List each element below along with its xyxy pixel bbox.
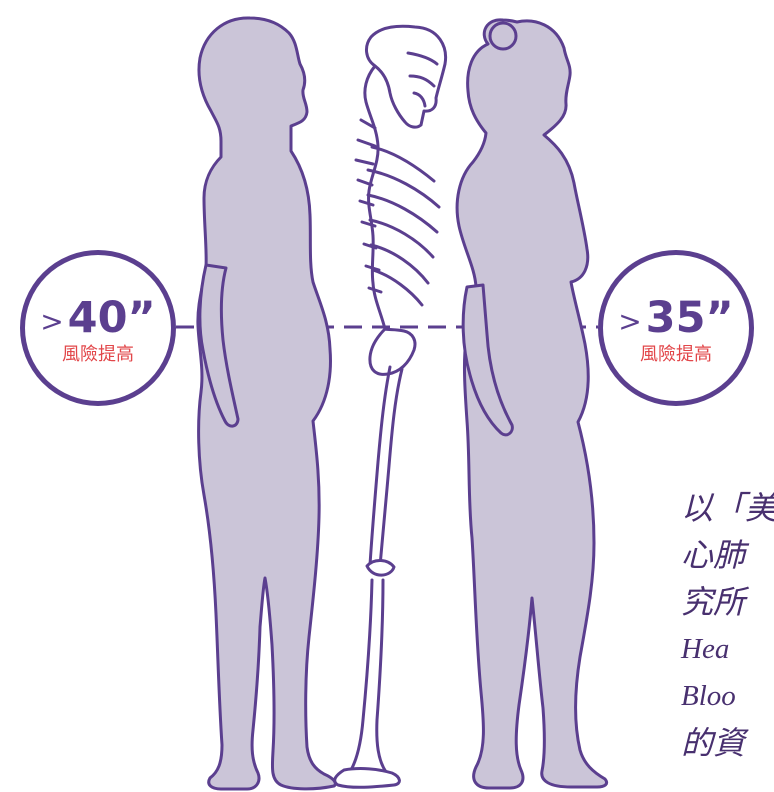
caption-line-2: 心肺 <box>681 532 774 579</box>
caption-line-5: Bloo <box>681 673 774 720</box>
caption-line-1: 以「美 <box>681 485 774 532</box>
male-comparator: > <box>40 308 63 336</box>
caption-line-6: 的資 <box>681 720 774 767</box>
male-risk-label: 風險提高 <box>62 346 134 364</box>
source-caption: 以「美 心肺 究所 Hea Bloo 的資 <box>681 485 774 767</box>
female-risk-label: 風險提高 <box>640 346 712 364</box>
female-comparator: > <box>618 308 641 336</box>
male-silhouette <box>198 18 336 789</box>
female-silhouette <box>457 20 606 788</box>
skeleton <box>335 26 446 787</box>
female-waist-risk-circle: > 35” 風險提高 <box>598 250 754 406</box>
female-waist-value: 35” <box>646 297 734 340</box>
male-waist-risk-circle: > 40” 風險提高 <box>20 250 176 406</box>
caption-line-3: 究所 <box>681 579 774 626</box>
caption-line-4: Hea <box>681 626 774 673</box>
male-waist-measurement: > 40” <box>40 297 156 340</box>
female-waist-measurement: > 35” <box>618 297 734 340</box>
male-waist-value: 40” <box>68 297 156 340</box>
